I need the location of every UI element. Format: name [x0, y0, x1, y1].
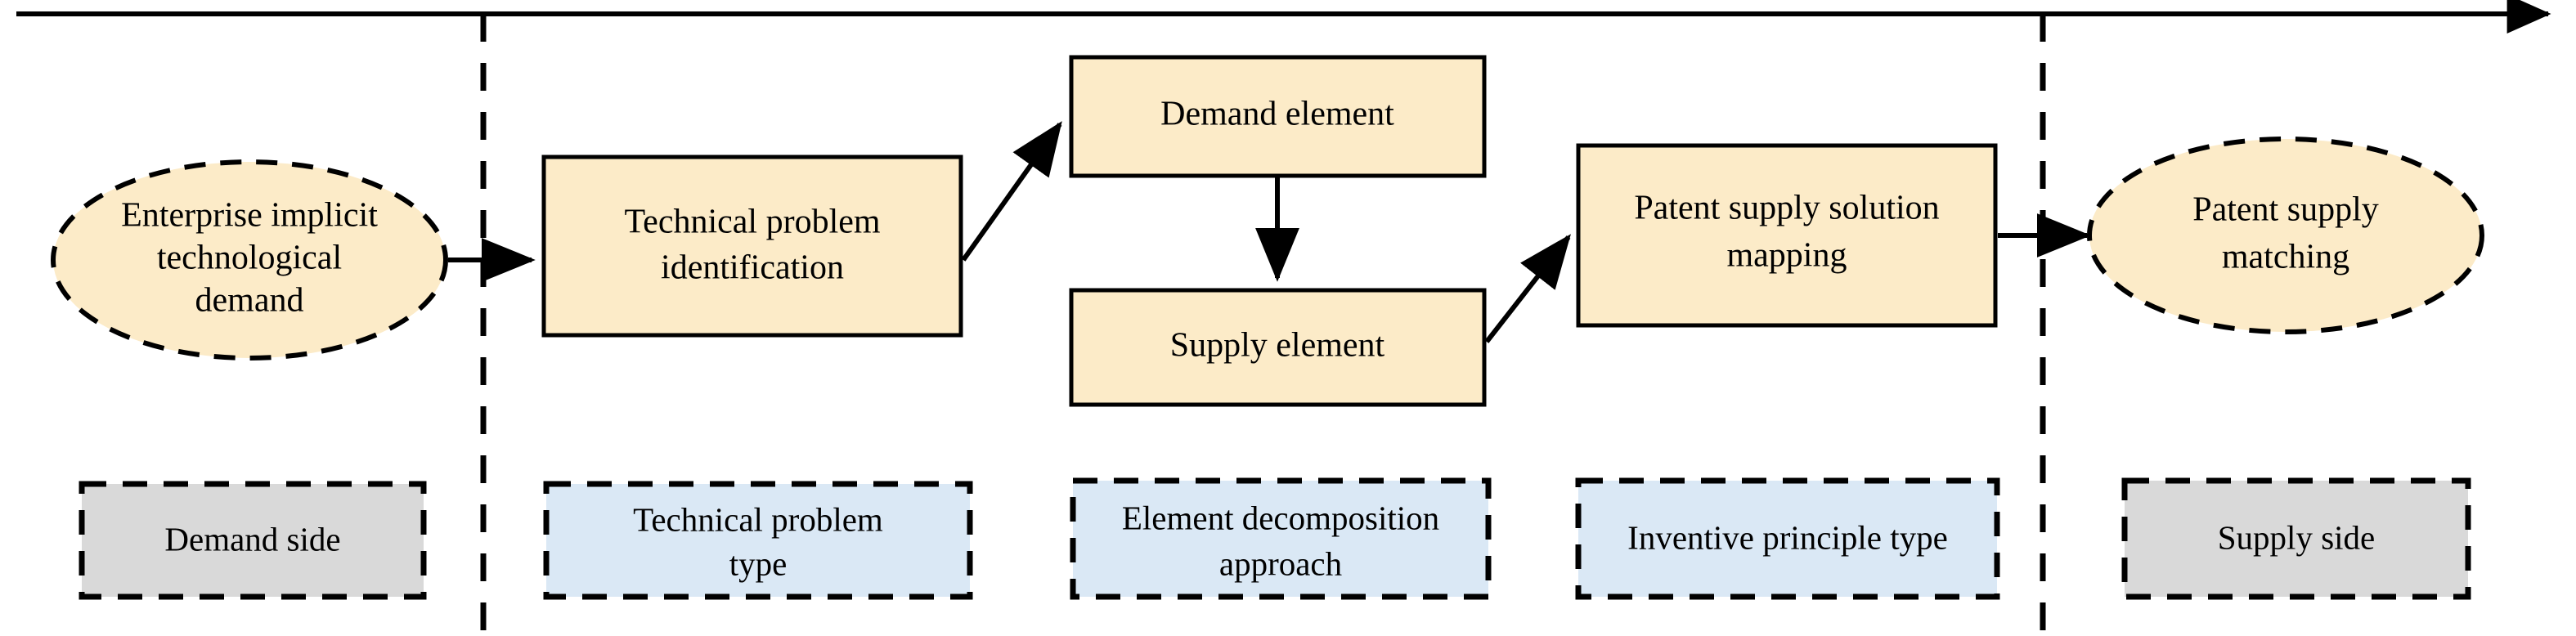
patent-supply-matching-label-line-2: matching	[2222, 239, 2349, 276]
demand-element-label: Demand element	[1160, 96, 1394, 133]
legend-demand-side-box	[79, 481, 427, 600]
enterprise-demand-ellipse-shape	[51, 159, 448, 361]
legend-supply-side-box	[2121, 477, 2471, 600]
enterprise-demand-label-line-1: Enterprise implicit	[121, 197, 378, 235]
legend-technical-problem-type-label-line-2: type	[729, 544, 788, 582]
supply-element-rect-shape	[1069, 288, 1487, 407]
supply-element-label: Supply element	[1170, 327, 1385, 365]
legend-item-supply-side[interactable]: Supply side	[2121, 477, 2471, 600]
technical-problem-label-line-2: identification	[661, 249, 844, 287]
node-patent-supply-solution-mapping[interactable]: Patent supply solution mapping	[1576, 143, 1998, 328]
technical-problem-label-line-1: Technical problem	[624, 204, 880, 241]
legend-item-element-decomposition-approach[interactable]: Element decomposition approach	[1070, 477, 1492, 600]
node-demand-element[interactable]: Demand element	[1069, 55, 1487, 178]
legend-technical-problem-type-label-line-1: Technical problem	[633, 500, 883, 538]
legend-element-decomposition-box	[1070, 477, 1492, 600]
enterprise-demand-label-line-3: demand	[195, 282, 304, 320]
enterprise-demand-label-line-2: technological	[157, 240, 342, 277]
legend-item-technical-problem-type[interactable]: Technical problem type	[543, 481, 973, 600]
technical-problem-rect-shape	[541, 155, 963, 338]
legend-inventive-principle-box	[1575, 477, 2000, 600]
node-supply-element[interactable]: Supply element	[1069, 288, 1487, 407]
legend-technical-problem-type-box	[543, 481, 973, 600]
legend-element-decomposition-label-line-1: Element decomposition	[1122, 499, 1439, 536]
node-technical-problem-identification[interactable]: Technical problem identification	[541, 155, 963, 338]
patent-supply-mapping-label-line-2: mapping	[1727, 237, 1847, 275]
patent-supply-mapping-label-line-1: Patent supply solution	[1634, 190, 1939, 227]
demand-element-rect-shape	[1069, 55, 1487, 178]
edge-supply-element-to-mapping	[1484, 234, 1571, 343]
legend-supply-side-label: Supply side	[2218, 518, 2376, 556]
legend-inventive-principle-label: Inventive principle type	[1627, 518, 1948, 556]
node-enterprise-implicit-technological-demand[interactable]: Enterprise implicit technological demand	[51, 159, 448, 361]
patent-supply-matching-label-line-1: Patent supply	[2192, 191, 2379, 229]
node-patent-supply-matching[interactable]: Patent supply matching	[2087, 137, 2484, 334]
legend-demand-side-label: Demand side	[164, 520, 340, 558]
patent-supply-mapping-rect-shape	[1576, 143, 1998, 328]
legend-item-inventive-principle-type[interactable]: Inventive principle type	[1575, 477, 2000, 600]
legend-item-demand-side[interactable]: Demand side	[79, 481, 427, 600]
patent-supply-matching-ellipse-shape	[2087, 137, 2484, 334]
legend-element-decomposition-label-line-2: approach	[1219, 544, 1342, 582]
edge-problem-to-demand-element	[961, 121, 1062, 262]
